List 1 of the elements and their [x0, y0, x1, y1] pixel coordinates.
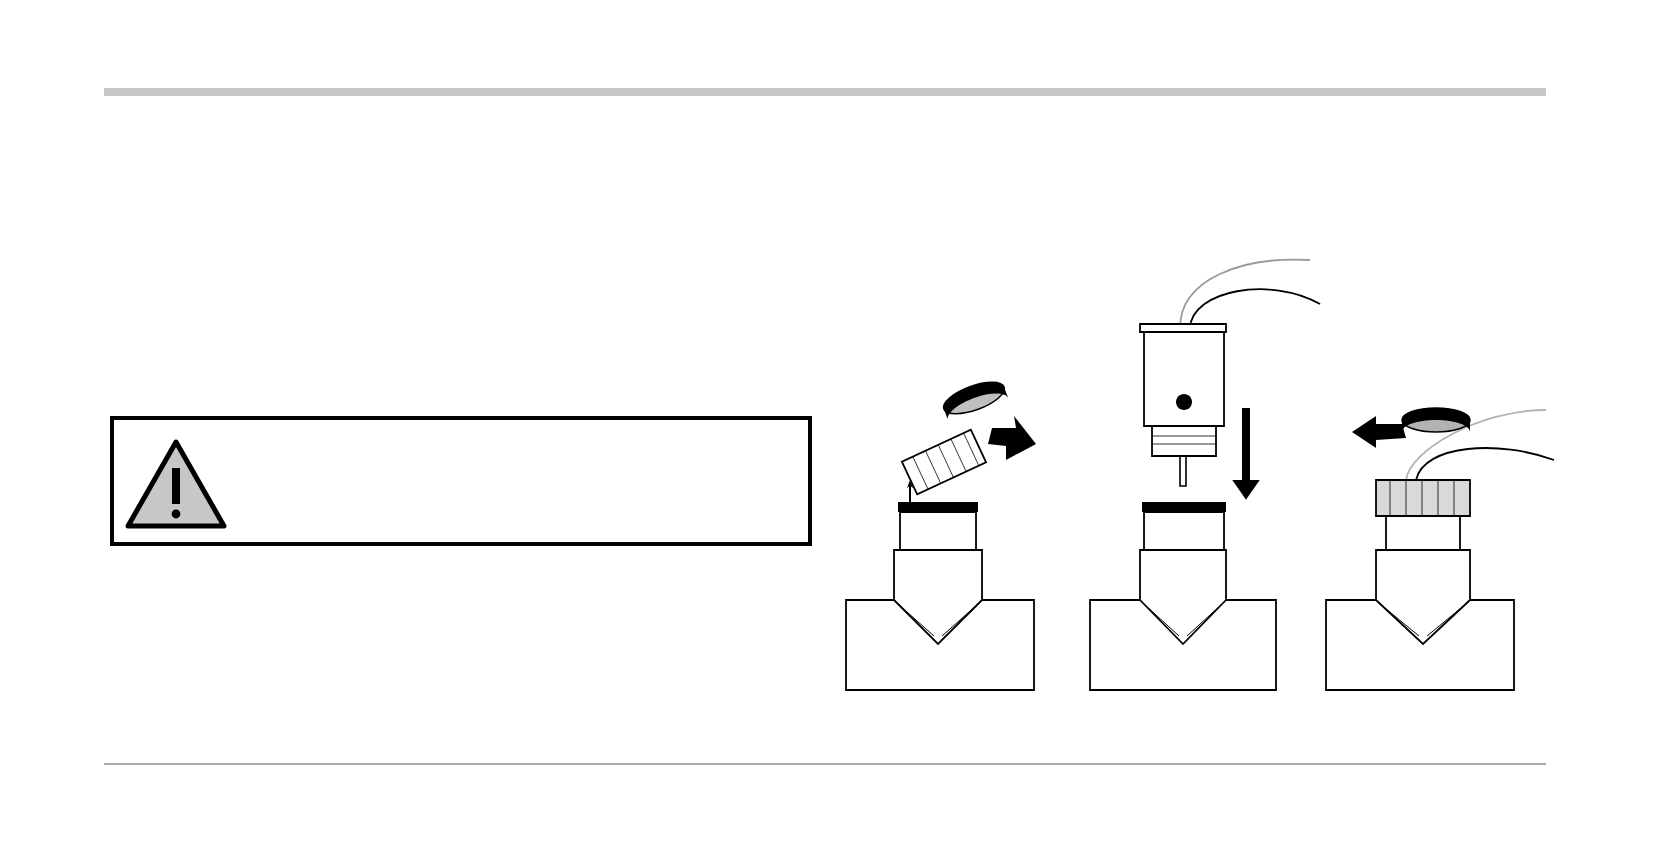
warning-box	[110, 416, 812, 546]
